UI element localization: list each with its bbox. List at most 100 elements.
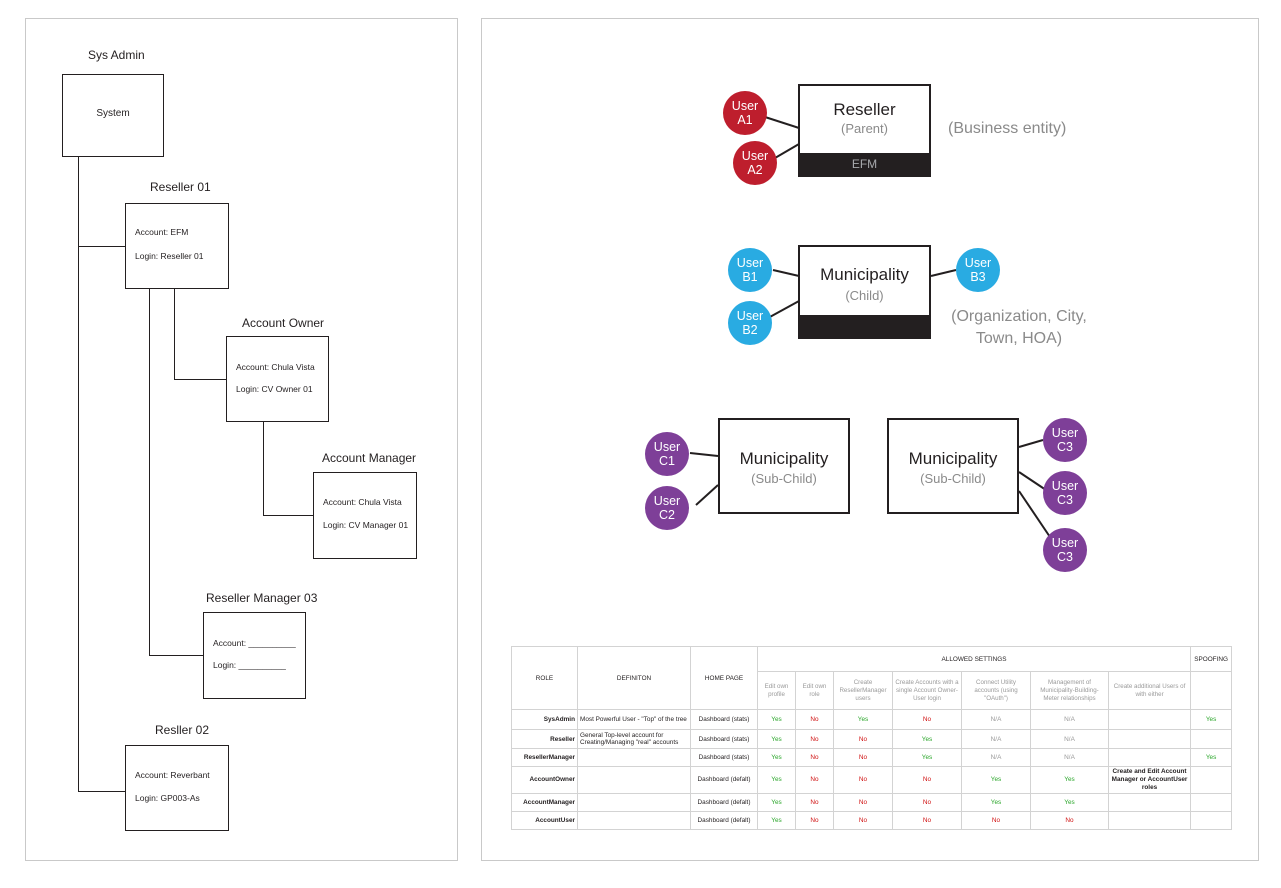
reseller01-account: Account: EFM: [135, 227, 189, 237]
municipality-child-note: (Organization, City, Town, HOA): [946, 306, 1092, 350]
setting-cell: No: [833, 765, 893, 794]
roles-table: ROLE DEFINITON HOME PAGE ALLOWED SETTING…: [511, 645, 1233, 831]
user-c2-circle: User C2: [645, 486, 689, 530]
home-page-cell: Dashboard (stats): [690, 709, 758, 731]
setting-cell: Create and Edit Account Manager or Accou…: [1107, 765, 1192, 794]
home-page-cell: Dashboard (defalt): [690, 810, 758, 831]
user-b1-circle: User B1: [728, 248, 772, 292]
setting-cell: No: [795, 765, 834, 794]
setting-cell: [1107, 747, 1192, 767]
resller02-title: Resller 02: [155, 723, 210, 737]
reseller-manager03-box: Account: __________ Login: __________: [203, 612, 306, 699]
setting-cell: N/A: [961, 729, 1031, 749]
connector: [78, 246, 125, 247]
home-page-cell: Dashboard (defalt): [690, 792, 758, 812]
user-a2-line1: User: [741, 149, 769, 163]
account-manager-login: Login: CV Manager 01: [323, 520, 409, 530]
user-c1-line2: C1: [659, 454, 675, 468]
subheader-edit-profile: Edit own profile: [757, 671, 796, 711]
connector: [149, 655, 203, 656]
spoofing-cell: Yes: [1190, 747, 1233, 767]
connector: [78, 157, 79, 792]
setting-cell: N/A: [1030, 747, 1109, 767]
setting-cell: No: [892, 792, 962, 812]
user-b2-line2: B2: [742, 323, 758, 337]
setting-cell: N/A: [1030, 729, 1109, 749]
subheader-create-users: Create additional Users of with either: [1107, 671, 1192, 711]
header-spoofing: SPOOFING: [1190, 645, 1233, 673]
spoofing-cell: [1190, 810, 1233, 831]
user-b1-line2: B1: [742, 270, 758, 284]
municipality-child-note-line1: (Organization, City,: [951, 308, 1087, 325]
user-c3-middle-line2: C3: [1057, 493, 1073, 507]
reseller-manager03-title: Reseller Manager 03: [206, 591, 318, 605]
setting-cell: N/A: [1030, 709, 1109, 731]
setting-cell: N/A: [961, 709, 1031, 731]
user-c2-line2: C2: [659, 508, 675, 522]
definition-cell: General Top-level account for Creating/M…: [577, 729, 691, 749]
setting-cell: No: [833, 747, 893, 767]
spoofing-cell: [1190, 765, 1233, 794]
account-owner-login: Login: CV Owner 01: [236, 384, 313, 394]
setting-cell: [1107, 709, 1192, 731]
subheader-create-accounts: Create Accounts with a single Account Ow…: [892, 671, 962, 711]
user-b3-circle: User B3: [956, 248, 1000, 292]
setting-cell: Yes: [757, 792, 796, 812]
setting-cell: No: [961, 810, 1031, 831]
hierarchy-panel: [25, 18, 458, 861]
user-c1-circle: User C1: [645, 432, 689, 476]
setting-cell: No: [833, 792, 893, 812]
role-cell: AccountUser: [511, 810, 578, 831]
definition-cell: Most Powerful User - "Top" of the tree: [577, 709, 691, 731]
definition-cell: [577, 792, 691, 812]
setting-cell: [1107, 810, 1192, 831]
setting-cell: No: [795, 747, 834, 767]
user-a2-circle: User A2: [733, 141, 777, 185]
reseller01-title: Reseller 01: [150, 180, 211, 194]
user-a1-line1: User: [731, 99, 759, 113]
municipality-child-note-line2: Town, HOA): [975, 330, 1063, 347]
user-c3-top-line1: User: [1051, 426, 1079, 440]
resller02-login: Login: GP003-As: [135, 793, 200, 803]
municipality-child-sub: (Child): [845, 288, 884, 303]
resller02-box: Account: Reverbant Login: GP003-As: [125, 745, 229, 831]
setting-cell: Yes: [961, 792, 1031, 812]
definition-cell: [577, 765, 691, 794]
header-home-page: HOME PAGE: [690, 645, 758, 711]
user-c3-circle-bottom: User C3: [1043, 528, 1087, 572]
subchild-right-sub: (Sub-Child): [920, 471, 986, 486]
user-c3-bottom-line1: User: [1051, 536, 1079, 550]
subchild-left-name: Municipality: [739, 449, 829, 468]
reseller-manager03-login: Login: __________: [213, 660, 286, 670]
setting-cell: No: [795, 729, 834, 749]
system-box: System: [62, 74, 164, 157]
subheader-spoofing-empty: [1190, 671, 1233, 711]
role-cell: AccountOwner: [511, 765, 578, 794]
user-a2-line2: A2: [747, 163, 763, 177]
setting-cell: Yes: [757, 747, 796, 767]
user-a1-line2: A1: [737, 113, 753, 127]
municipality-child-bar: [800, 315, 929, 337]
definition-cell: [577, 747, 691, 767]
setting-cell: No: [795, 709, 834, 731]
role-cell: ResellerManager: [511, 747, 578, 767]
header-allowed-settings: ALLOWED SETTINGS: [756, 645, 1192, 673]
account-owner-title: Account Owner: [242, 316, 325, 330]
setting-cell: Yes: [961, 765, 1031, 794]
user-c2-line1: User: [653, 494, 681, 508]
resller02-account: Account: Reverbant: [135, 770, 210, 780]
setting-cell: Yes: [1030, 765, 1109, 794]
setting-cell: Yes: [757, 709, 796, 731]
account-manager-account: Account: Chula Vista: [323, 497, 402, 507]
account-manager-box: Account: Chula Vista Login: CV Manager 0…: [313, 472, 417, 559]
municipality-child-box: Municipality (Child): [798, 245, 931, 339]
spoofing-cell: Yes: [1190, 709, 1233, 731]
setting-cell: No: [833, 729, 893, 749]
account-owner-box: Account: Chula Vista Login: CV Owner 01: [226, 336, 329, 422]
setting-cell: Yes: [757, 729, 796, 749]
